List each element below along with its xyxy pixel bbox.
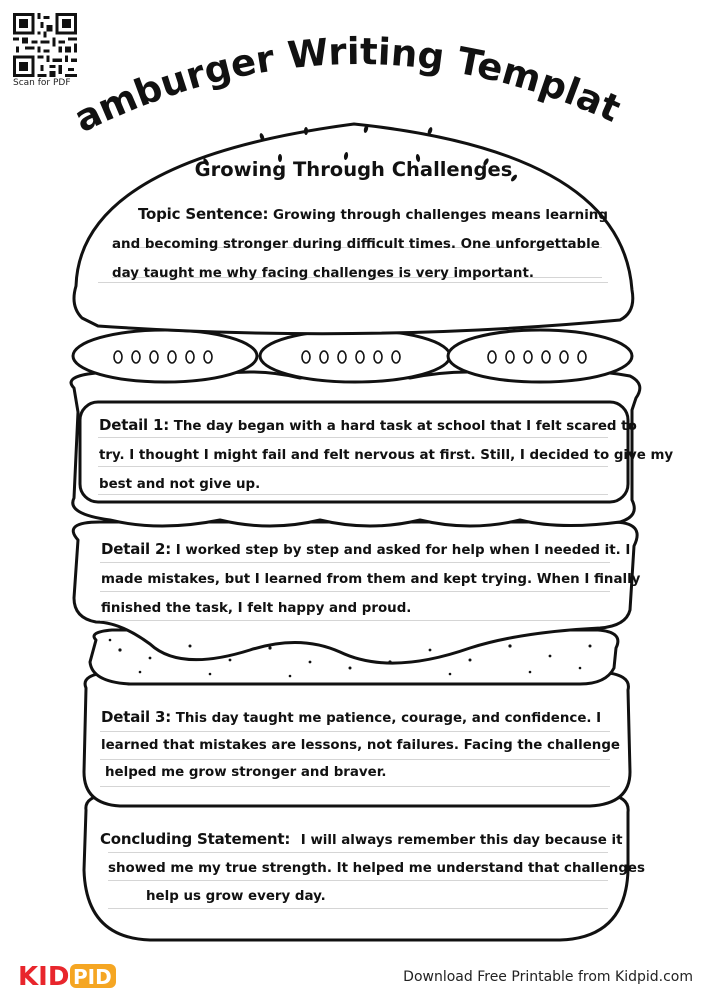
top-bun	[72, 122, 635, 336]
detail3-line-2: learned that mistakes are lessons, not f…	[101, 738, 620, 753]
concluding-line-3: help us grow every day.	[146, 889, 326, 904]
tomato-middle	[258, 328, 452, 384]
topic-line-1: Growing through challenges means learnin…	[272, 208, 608, 223]
detail2-section: Detail 2: I worked step by step and aske…	[101, 535, 640, 623]
qr-caption: Scan for PDF	[13, 78, 71, 88]
detail3-line-3: helped me grow stronger and braver.	[105, 765, 387, 780]
qr-code-icon	[13, 13, 77, 77]
footer-download-note: Download Free Printable from Kidpid.com	[403, 969, 693, 985]
concluding-section: Concluding Statement: I will always reme…	[100, 825, 645, 911]
concluding-line-1: I will always remember this day because …	[300, 833, 623, 848]
topic-line-3: day taught me why facing challenges is v…	[112, 266, 534, 281]
detail1-box	[78, 400, 630, 504]
detail1-line-2: try. I thought I might fail and felt ner…	[99, 448, 674, 463]
detail3-line-1: This day taught me patience, courage, an…	[175, 711, 602, 726]
topic-sentence-section: Topic Sentence: Growing through challeng…	[112, 200, 608, 288]
detail2-line-1: I worked step by step and asked for help…	[175, 543, 631, 558]
cheese-layer	[71, 520, 639, 665]
topic-line-2: and becoming stronger during difficult t…	[112, 237, 600, 252]
concluding-line-2: showed me my true strength. It helped me…	[108, 861, 645, 876]
essay-subtitle: Growing Through Challenges	[194, 158, 513, 181]
detail2-label: Detail 2:	[101, 540, 172, 558]
svg-text:KID: KID	[18, 962, 69, 990]
detail2-line-2: made mistakes, but I learned from them a…	[101, 572, 641, 587]
detail1-line-1: The day began with a hard task at school…	[173, 419, 637, 434]
hamburger-illustration	[69, 122, 642, 942]
detail3-label: Detail 3:	[101, 708, 172, 726]
detail3-section: Detail 3: This day taught me patience, c…	[101, 704, 620, 786]
page-title: Hamburger Writing Template	[0, 0, 627, 141]
detail1-label: Detail 1:	[99, 416, 170, 434]
tomato-left	[71, 328, 259, 384]
svg-text:PID: PID	[73, 965, 112, 989]
tomato-right	[446, 328, 634, 384]
detail1-line-3: best and not give up.	[99, 477, 261, 492]
detail2-line-3: finished the task, I felt happy and prou…	[101, 601, 412, 616]
concluding-label: Concluding Statement:	[100, 830, 291, 848]
topic-sentence-label: Topic Sentence:	[138, 205, 269, 223]
detail1-section: Detail 1: The day began with a hard task…	[99, 411, 673, 499]
kidpid-logo: KID PID	[18, 962, 116, 990]
